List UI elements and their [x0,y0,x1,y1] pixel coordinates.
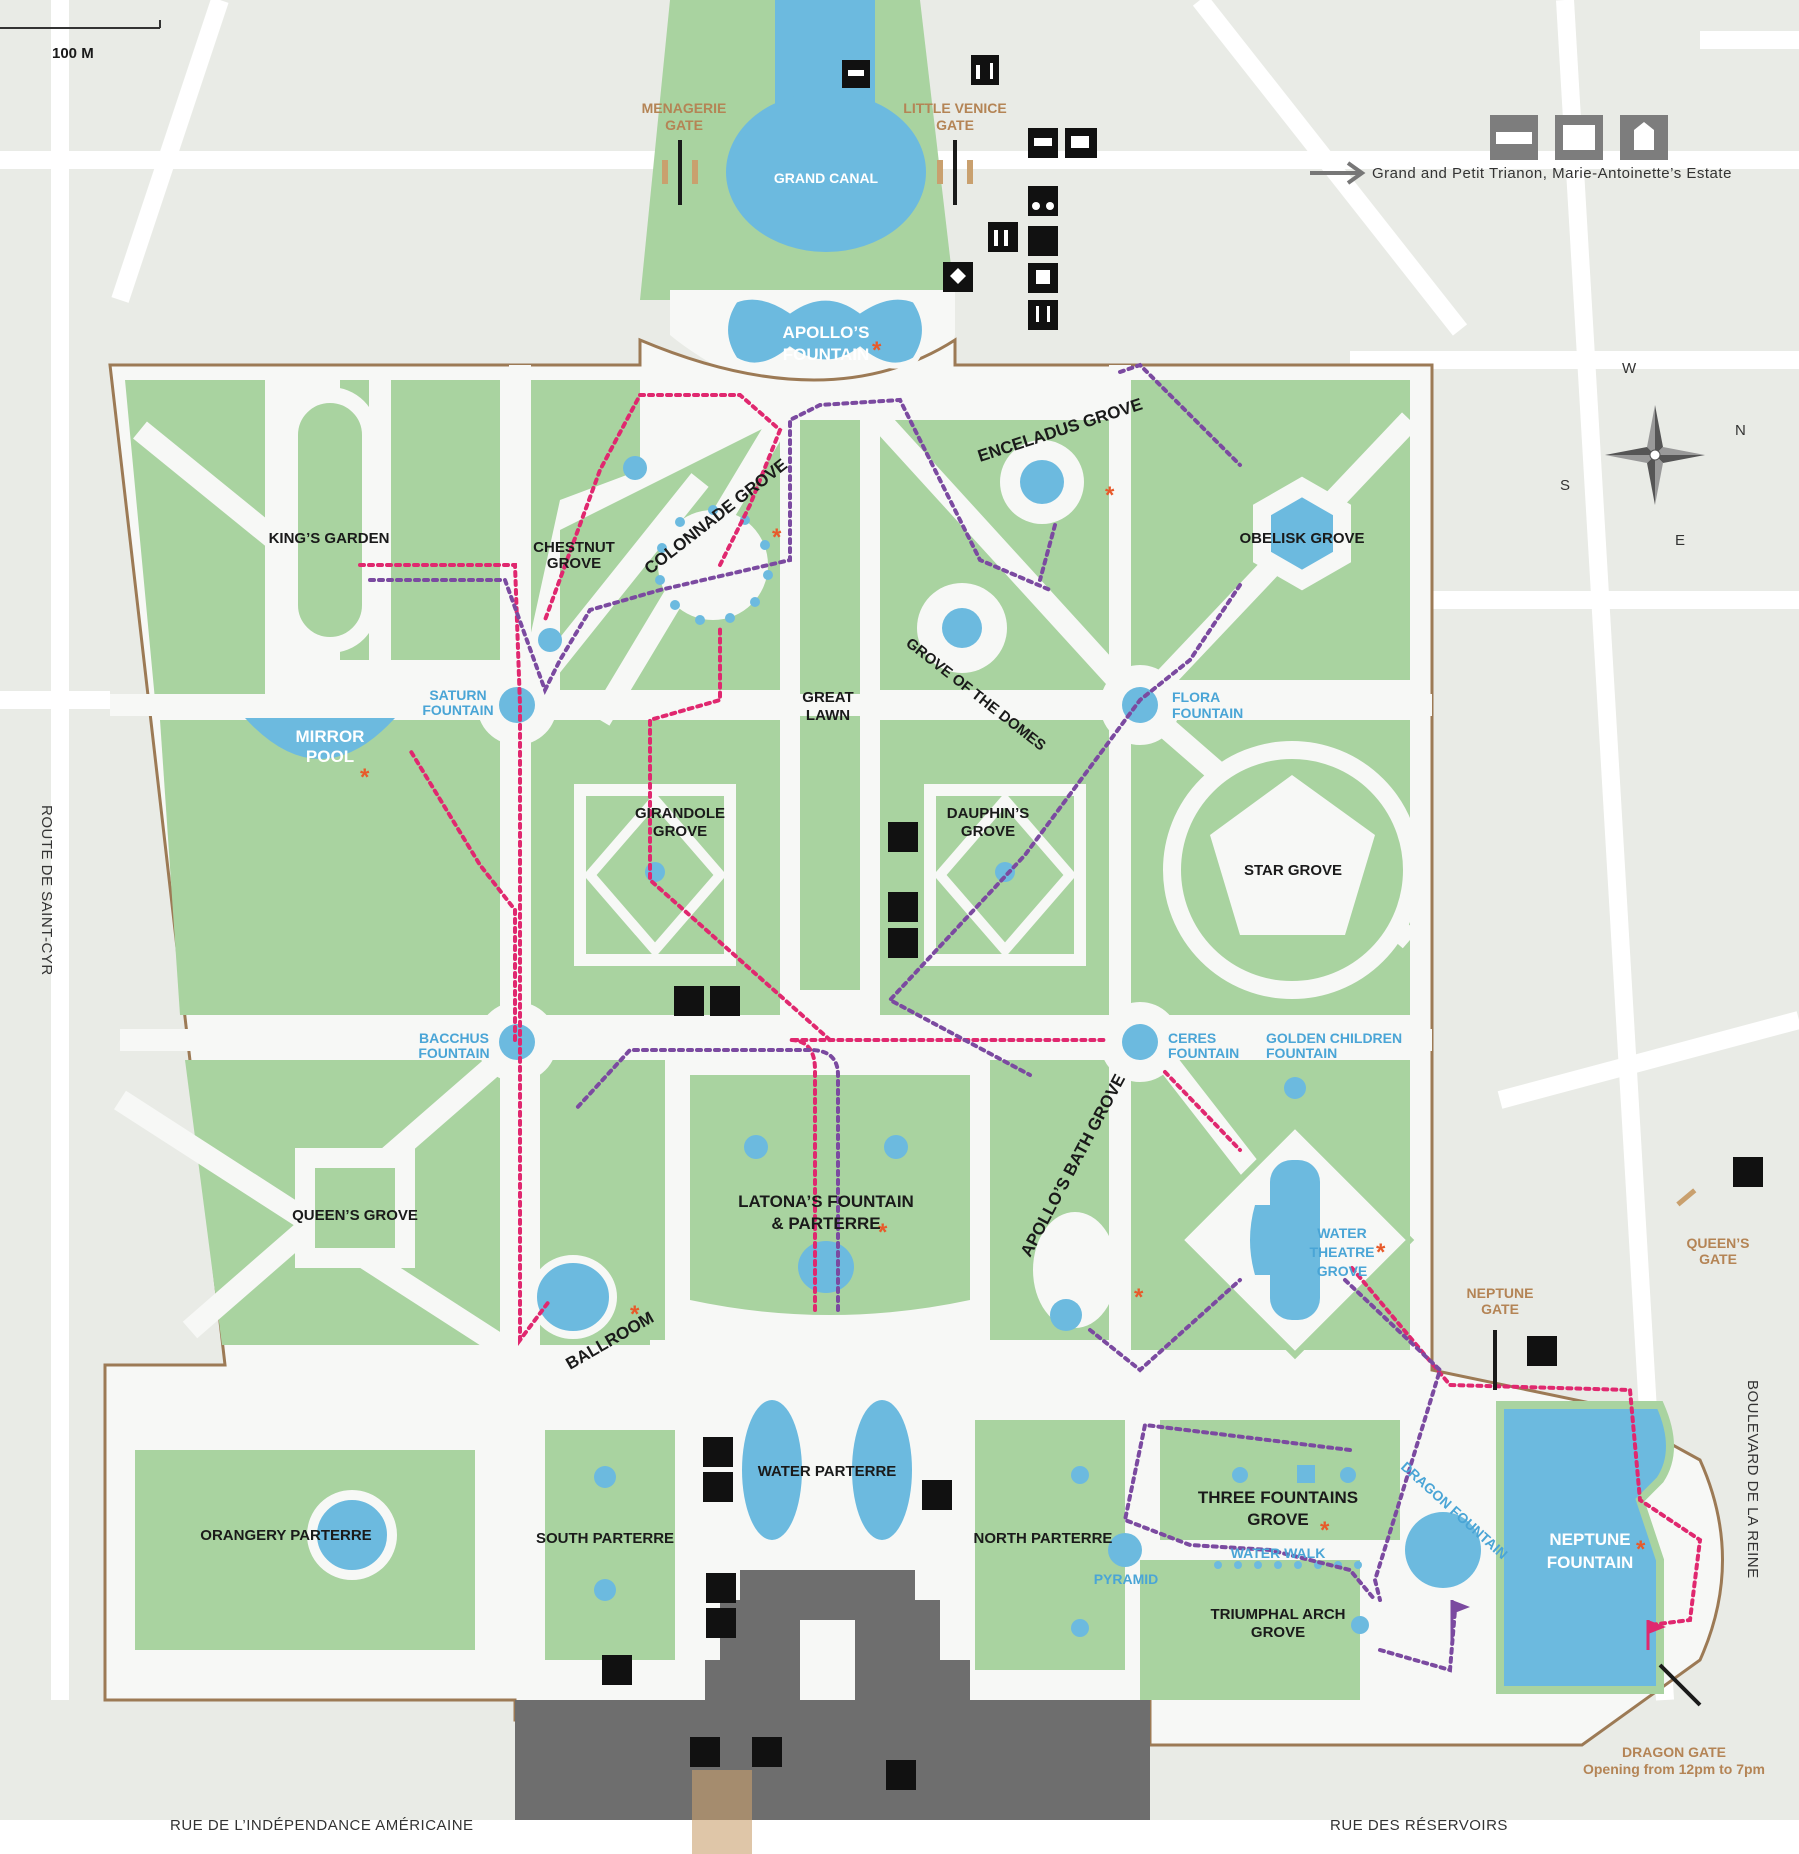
street-saint-cyr: ROUTE DE SAINT-CYR [38,805,55,976]
svg-text:*: * [1636,1536,1646,1563]
label-latona-2: & PARTERRE [771,1214,880,1233]
menagerie-gate-2: GATE [665,117,703,133]
svg-text:*: * [630,1301,640,1328]
street-reservoirs: RUE DES RÉSERVOIRS [1330,1817,1508,1834]
label-mirror-1: MIRROR [296,727,365,746]
svg-text:*: * [1320,1517,1330,1544]
label-apollo-1: APOLLO’S [783,323,870,342]
grand-canal-water [775,0,875,110]
svg-text:*: * [360,764,370,791]
label-three-fountains-2: GROVE [1247,1510,1308,1529]
trianon-arrow-icon [1310,161,1366,185]
label-chestnut-2: GROVE [547,555,601,572]
label-flora-1: FLORA [1172,689,1220,705]
label-water-theatre-2: THEATRE [1309,1244,1374,1260]
label-ceres-2: FOUNTAIN [1168,1045,1239,1061]
compass-w: W [1622,360,1637,377]
label-three-fountains-1: THREE FOUNTAINS [1198,1488,1358,1507]
label-water-theatre-1: WATER [1317,1225,1367,1241]
dragon-gate-hours: Opening from 12pm to 7pm [1583,1761,1765,1777]
label-bacchus-1: BACCHUS [419,1030,489,1046]
label-girandole-2: GROVE [653,823,707,840]
trianon-label: Grand and Petit Trianon, Marie-Antoinett… [1372,165,1732,182]
label-dauphin-1: DAUPHIN’S [947,805,1030,822]
label-triumphal-2: GROVE [1251,1624,1305,1641]
dragon-gate: DRAGON GATE [1622,1744,1726,1760]
svg-text:*: * [1134,1284,1144,1311]
queens-gate-1: QUEEN’S [1686,1235,1749,1251]
label-south-parterre: SOUTH PARTERRE [536,1530,674,1547]
finish-flag-icons [1450,1600,1666,1650]
label-flora-2: FOUNTAIN [1172,705,1243,721]
label-great-lawn-1: GREAT [802,689,853,706]
label-great-lawn-2: LAWN [806,707,850,724]
label-pyramid: PYRAMID [1094,1571,1159,1587]
label-mirror-2: POOL [306,747,354,766]
queens-gate-2: GATE [1699,1251,1737,1267]
label-triumphal-1: TRIUMPHAL ARCH [1211,1606,1346,1623]
label-water-theatre-3: GROVE [1317,1263,1368,1279]
svg-text:*: * [772,524,782,551]
compass-e: E [1675,532,1686,549]
label-orangery: ORANGERY PARTERRE [200,1527,371,1544]
label-neptune-2: FOUNTAIN [1547,1553,1634,1572]
grand-canal-basin [726,92,926,252]
label-neptune-1: NEPTUNE [1549,1530,1630,1549]
menagerie-gate-1: MENAGERIE [642,100,727,116]
label-girandole-1: GIRANDOLE [635,805,725,822]
little-venice-gate-2: GATE [936,117,974,133]
label-obelisk: OBELISK GROVE [1239,530,1364,547]
label-grand-canal: GRAND CANAL [774,170,879,186]
label-queens-grove: QUEEN’S GROVE [292,1207,418,1224]
svg-text:*: * [878,1219,888,1246]
little-venice-gate-1: LITTLE VENICE [903,100,1006,116]
label-bacchus-2: FOUNTAIN [418,1045,489,1061]
street-independance: RUE DE L’INDÉPENDANCE AMÉRICAINE [170,1817,474,1834]
highlight-stars: * * * * * * * * * * [360,337,1646,1563]
label-north-parterre: NORTH PARTERRE [974,1530,1113,1547]
routes [358,362,1703,1673]
compass-s: S [1560,477,1571,494]
label-ceres-1: CERES [1168,1030,1216,1046]
compass-n: N [1735,422,1746,439]
svg-text:*: * [1376,1239,1386,1266]
service-icons [602,55,1763,1790]
label-golden-children-1: GOLDEN CHILDREN [1266,1030,1402,1046]
scale-label: 100 M [52,45,94,62]
neptune-gate-2: GATE [1481,1301,1519,1317]
neptune-gate-1: NEPTUNE [1467,1285,1534,1301]
label-apollo-2: FOUNTAIN [783,345,870,364]
label-water-walk: WATER WALK [1231,1545,1326,1561]
label-golden-children-2: FOUNTAIN [1266,1045,1337,1061]
gates [662,140,1702,1854]
label-saturn-2: FOUNTAIN [422,702,493,718]
label-star-grove: STAR GROVE [1244,862,1342,879]
compass-icon [1605,405,1705,505]
label-dauphin-2: GROVE [961,823,1015,840]
label-latona-1: LATONA’S FOUNTAIN [738,1192,914,1211]
svg-text:*: * [1105,482,1115,509]
label-chestnut-1: CHESTNUT [533,539,615,556]
svg-text:*: * [872,337,882,364]
label-saturn-1: SATURN [429,687,486,703]
label-kings-garden: KING’S GARDEN [269,530,390,547]
label-water-parterre: WATER PARTERRE [758,1463,897,1480]
street-reine: BOULEVARD DE LA REINE [1744,1380,1761,1579]
